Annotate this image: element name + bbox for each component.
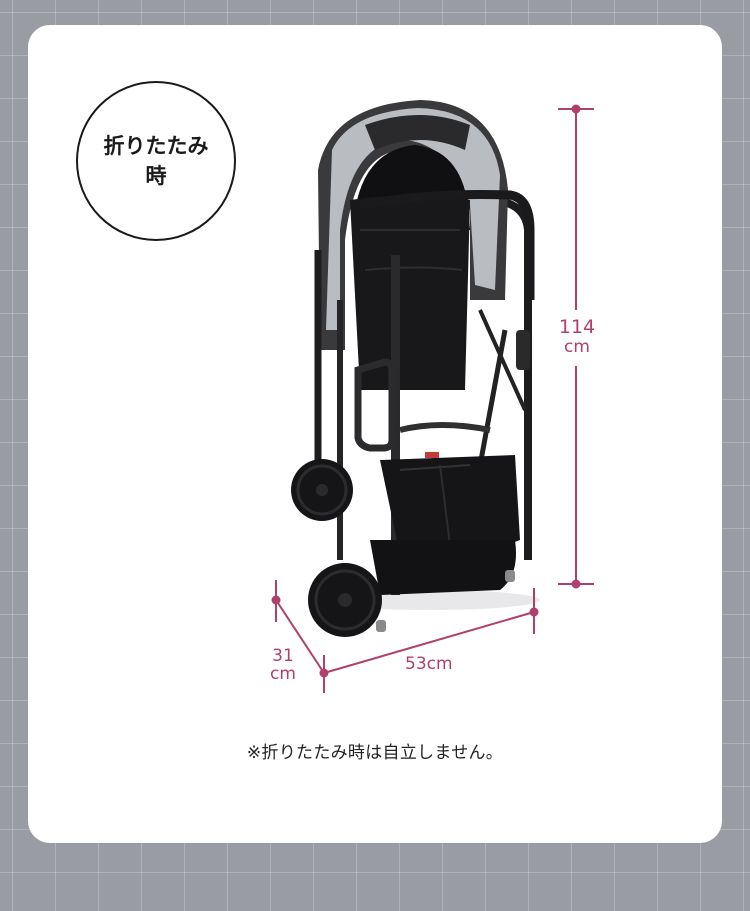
- depth-unit: cm: [270, 664, 296, 684]
- folding-note: ※折りたたみ時は自立しません。: [246, 743, 504, 763]
- width-dot-right: [529, 607, 539, 617]
- width-line: [323, 611, 535, 674]
- corner-dot: [319, 668, 329, 678]
- stroller-image: [291, 100, 535, 637]
- folded-state-badge: 折りたたみ 時: [76, 81, 236, 241]
- badge-label-line2: 時: [145, 164, 167, 188]
- depth-dot-back: [271, 595, 281, 605]
- height-top-dot: [571, 104, 581, 114]
- depth-value: 31: [272, 646, 294, 666]
- height-value: 114: [558, 316, 596, 338]
- dimension-lines: [271, 104, 594, 693]
- height-bottom-dot: [571, 579, 581, 589]
- depth-dimension-label: 31 cm: [263, 648, 303, 683]
- height-unit: cm: [564, 337, 590, 357]
- depth-line: [275, 599, 325, 674]
- badge-label-line1: 折りたたみ: [103, 134, 209, 158]
- width-dimension-label: 53cm: [405, 654, 453, 674]
- height-dimension-label: 114 cm: [552, 318, 602, 356]
